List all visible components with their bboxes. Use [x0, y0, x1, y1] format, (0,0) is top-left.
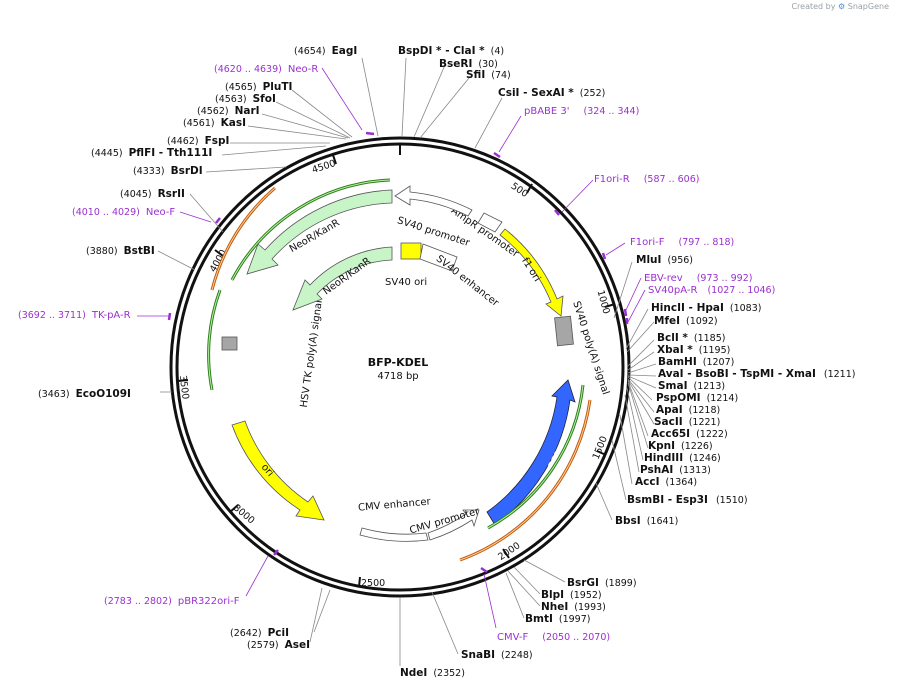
- feature-sv40-polya-label: SV40 poly(A) signal: [570, 300, 611, 396]
- feature-sv40-promoter-outer[interactable]: [394, 185, 473, 217]
- tick-2500: 2500: [361, 578, 385, 589]
- site-apai: ApaI(1218): [656, 404, 720, 416]
- site-kpni: KpnI(1226): [648, 440, 713, 452]
- restriction-sites: (4654)EagI BspDI * - ClaI *(4) BseRI(30)…: [38, 45, 855, 679]
- feature-cmv-enhancer-label: CMV enhancer: [358, 496, 432, 513]
- brand-created-by: Created by: [791, 2, 836, 11]
- site-nari: (4562)NarI: [197, 105, 260, 117]
- site-leader-lines: [157, 57, 657, 666]
- site-mlui: MluI(956): [636, 254, 693, 266]
- site-ndei: NdeI(2352): [400, 667, 465, 679]
- site-acc65i: Acc65I(1222): [651, 428, 728, 440]
- site-hindiii: HindIII(1246): [644, 452, 721, 464]
- primer-pbr322ori-f: (2783 .. 2802)pBR322ori-F: [104, 596, 240, 607]
- feature-hsv-tk-polya[interactable]: [221, 336, 238, 351]
- plasmid-length: 4718 bp: [377, 371, 418, 382]
- feature-ampr-promoter-arrow[interactable]: [477, 212, 503, 233]
- site-bstbi: (3880)BstBI: [86, 245, 155, 257]
- snapgene-brand: Created by ⚙ SnapGene: [791, 2, 889, 11]
- site-pcii: (2642)PciI: [230, 627, 289, 639]
- site-bseri: BseRI(30): [439, 58, 498, 70]
- primer-pbabe-3: pBABE 3'(324 .. 344): [524, 106, 639, 117]
- feature-hsv-tk-polya-label: HSV TK poly(A) signal: [299, 299, 325, 408]
- plasmid-name: BFP-KDEL: [368, 356, 429, 369]
- primer-neo-f: (4010 .. 4029)Neo-F: [72, 207, 175, 218]
- site-sacii: SacII(1221): [654, 416, 720, 428]
- primer-neo-r: (4620 .. 4639)Neo-R: [214, 64, 318, 75]
- translation-arc-left-green-lower: [207, 289, 222, 391]
- site-pspomi: PspOMI(1214): [656, 392, 738, 404]
- site-xbai: XbaI *(1195): [657, 344, 730, 356]
- site-fspi: (4462)FspI: [167, 135, 229, 147]
- brand-name: SnapGene: [847, 2, 889, 11]
- site-nhei: NheI(1993): [541, 601, 606, 613]
- primer-sv40pa-r: SV40pA-R(1027 .. 1046): [648, 285, 775, 296]
- feature-sv40-enhancer[interactable]: [419, 243, 458, 272]
- site-sfii: SfiI(74): [466, 69, 511, 81]
- primer-tk-pa-r: (3692 .. 3711)TK-pA-R: [18, 310, 131, 321]
- site-pshai: PshAI(1313): [640, 464, 711, 476]
- site-bsmbi-esp3i: BsmBI - Esp3I(1510): [627, 494, 748, 506]
- site-bsrgi: BsrGI(1899): [567, 577, 637, 589]
- feature-cmv-enhancer[interactable]: [359, 527, 429, 542]
- feature-neor-kanr-outer[interactable]: [246, 189, 393, 275]
- site-avai-group: AvaI - BsoBI - TspMI - XmaI(1211): [658, 368, 855, 380]
- tick-3000: 3000: [231, 502, 257, 526]
- site-sfoi: (4563)SfoI: [215, 93, 276, 105]
- feature-f1-ori[interactable]: [499, 228, 564, 317]
- primer-leader-lines: [137, 67, 646, 629]
- translation-arc-left-orange: [210, 186, 276, 291]
- site-bbsi: BbsI(1641): [615, 515, 678, 527]
- feature-cmv-promoter[interactable]: [427, 509, 480, 541]
- site-eagi: (4654)EagI: [294, 45, 357, 57]
- snapgene-logo-icon: ⚙: [838, 2, 846, 11]
- feature-sv40-polya[interactable]: [554, 315, 574, 347]
- tick-marks: [177, 154, 616, 588]
- site-kasi: (4561)KasI: [183, 117, 246, 129]
- primer-f1ori-r: F1ori-R(587 .. 606): [594, 174, 699, 185]
- primer-ebv-rev: EBV-rev(973 .. 992): [644, 273, 752, 284]
- primer-marks: [167, 131, 629, 574]
- site-asei: (2579)AseI: [247, 639, 310, 651]
- site-csii-sexai: CsiI - SexAI *(252): [498, 87, 605, 99]
- site-acci: AccI(1364): [635, 476, 697, 488]
- feature-sv40-ori[interactable]: [400, 242, 422, 260]
- site-pflfi-tth111i: (4445)PflFI - Tth111I: [91, 147, 212, 159]
- site-rsrii: (4045)RsrII: [120, 188, 185, 200]
- tick-3500: 3500: [177, 375, 191, 400]
- feature-tagbfp[interactable]: [486, 379, 576, 526]
- site-bsrdi: (4333)BsrDI: [133, 165, 203, 177]
- site-blpi: BlpI(1952): [541, 589, 602, 601]
- feature-ori[interactable]: [231, 420, 325, 521]
- primers: (4620 .. 4639)Neo-R pBABE 3'(324 .. 344)…: [18, 64, 775, 643]
- site-pluti: (4565)PluTI: [225, 81, 292, 93]
- site-bmti: BmtI(1997): [525, 613, 590, 625]
- site-ecoo109i: (3463)EcoO109I: [38, 388, 131, 400]
- site-bcli: BclI *(1185): [657, 332, 725, 344]
- site-mfei: MfeI(1092): [654, 315, 718, 327]
- site-smai: SmaI(1213): [658, 380, 725, 392]
- site-bspdi-clai: BspDI * - ClaI *(4): [398, 45, 504, 57]
- site-bamhi: BamHI(1207): [658, 356, 734, 368]
- feature-neor-kanr-inner[interactable]: [292, 246, 393, 311]
- site-hincii-hpai: HincII - HpaI(1083): [651, 302, 761, 314]
- primer-cmv-f: CMV-F(2050 .. 2070): [497, 632, 610, 643]
- primer-f1ori-f: F1ori-F(797 .. 818): [630, 237, 734, 248]
- tick-2000: 2000: [496, 540, 522, 563]
- feature-sv40-enhancer-label: SV40 enhancer: [434, 253, 501, 309]
- site-snabi: SnaBI(2248): [461, 649, 533, 661]
- feature-sv40-ori-label: SV40 ori: [385, 277, 427, 288]
